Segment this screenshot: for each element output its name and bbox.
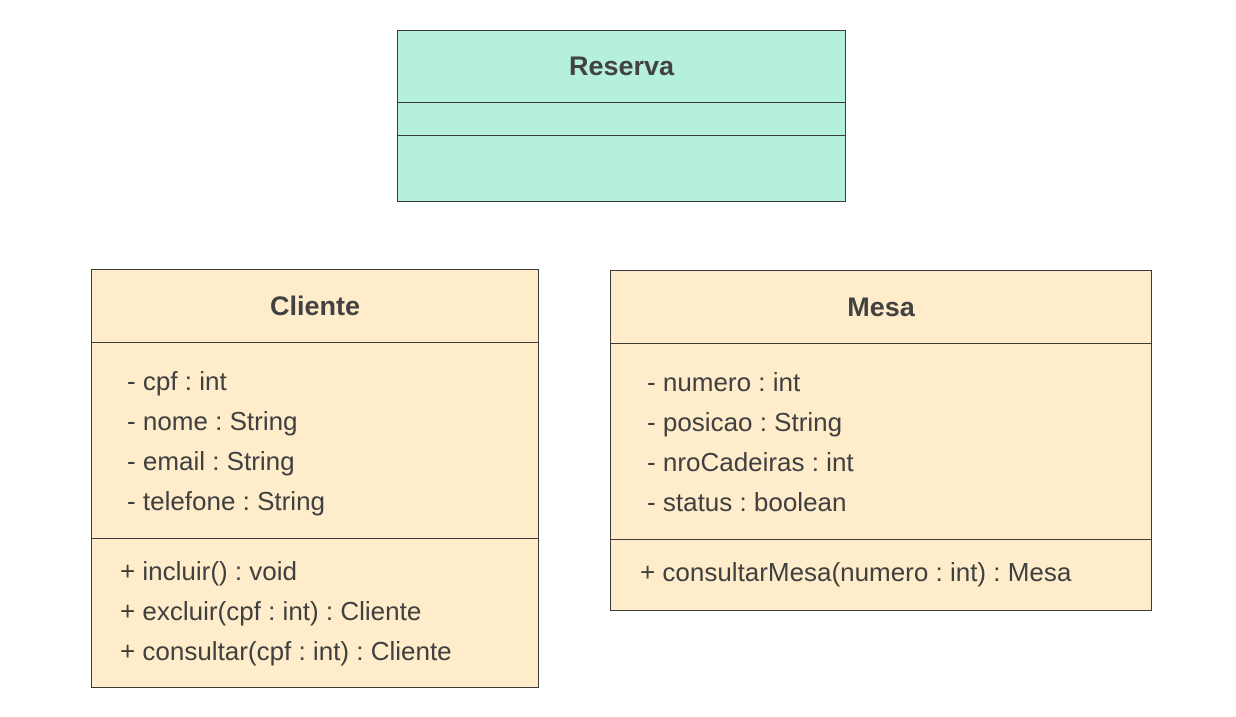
operation-consultarmesa: + consultarMesa(numero : int) : Mesa [640, 557, 1072, 587]
attributes-compartment-cliente: - cpf : int - nome : String - email : St… [92, 343, 538, 539]
attribute-cpf: - cpf : int [127, 366, 227, 396]
operations-compartment-cliente: + incluir() : void + excluir(cpf : int) … [92, 539, 538, 671]
attribute-status: - status : boolean [647, 487, 847, 517]
operation-incluir: + incluir() : void [120, 556, 297, 586]
operation-consultar: + consultar(cpf : int) : Cliente [120, 636, 452, 666]
attribute-nrocadeiras: - nroCadeiras : int [647, 447, 854, 477]
attribute-posicao: - posicao : String [647, 407, 843, 437]
attribute-telefone: - telefone : String [127, 486, 325, 516]
operation-excluir: + excluir(cpf : int) : Cliente [120, 596, 422, 626]
class-mesa[interactable]: Mesa - numero : int - posicao : String -… [610, 270, 1152, 611]
attributes-compartment-mesa: - numero : int - posicao : String - nroC… [611, 344, 1151, 540]
class-cliente[interactable]: Cliente - cpf : int - nome : String - em… [91, 269, 539, 688]
attribute-email: - email : String [127, 446, 295, 476]
attribute-numero: - numero : int [647, 367, 801, 397]
attribute-nome: - nome : String [127, 406, 298, 436]
attributes-compartment-reserva [398, 103, 845, 136]
operations-compartment-mesa: + consultarMesa(numero : int) : Mesa [611, 540, 1151, 592]
class-name-mesa: Mesa [611, 271, 1151, 344]
class-reserva[interactable]: Reserva [397, 30, 846, 202]
class-name-reserva: Reserva [398, 31, 845, 103]
class-name-cliente: Cliente [92, 270, 538, 343]
